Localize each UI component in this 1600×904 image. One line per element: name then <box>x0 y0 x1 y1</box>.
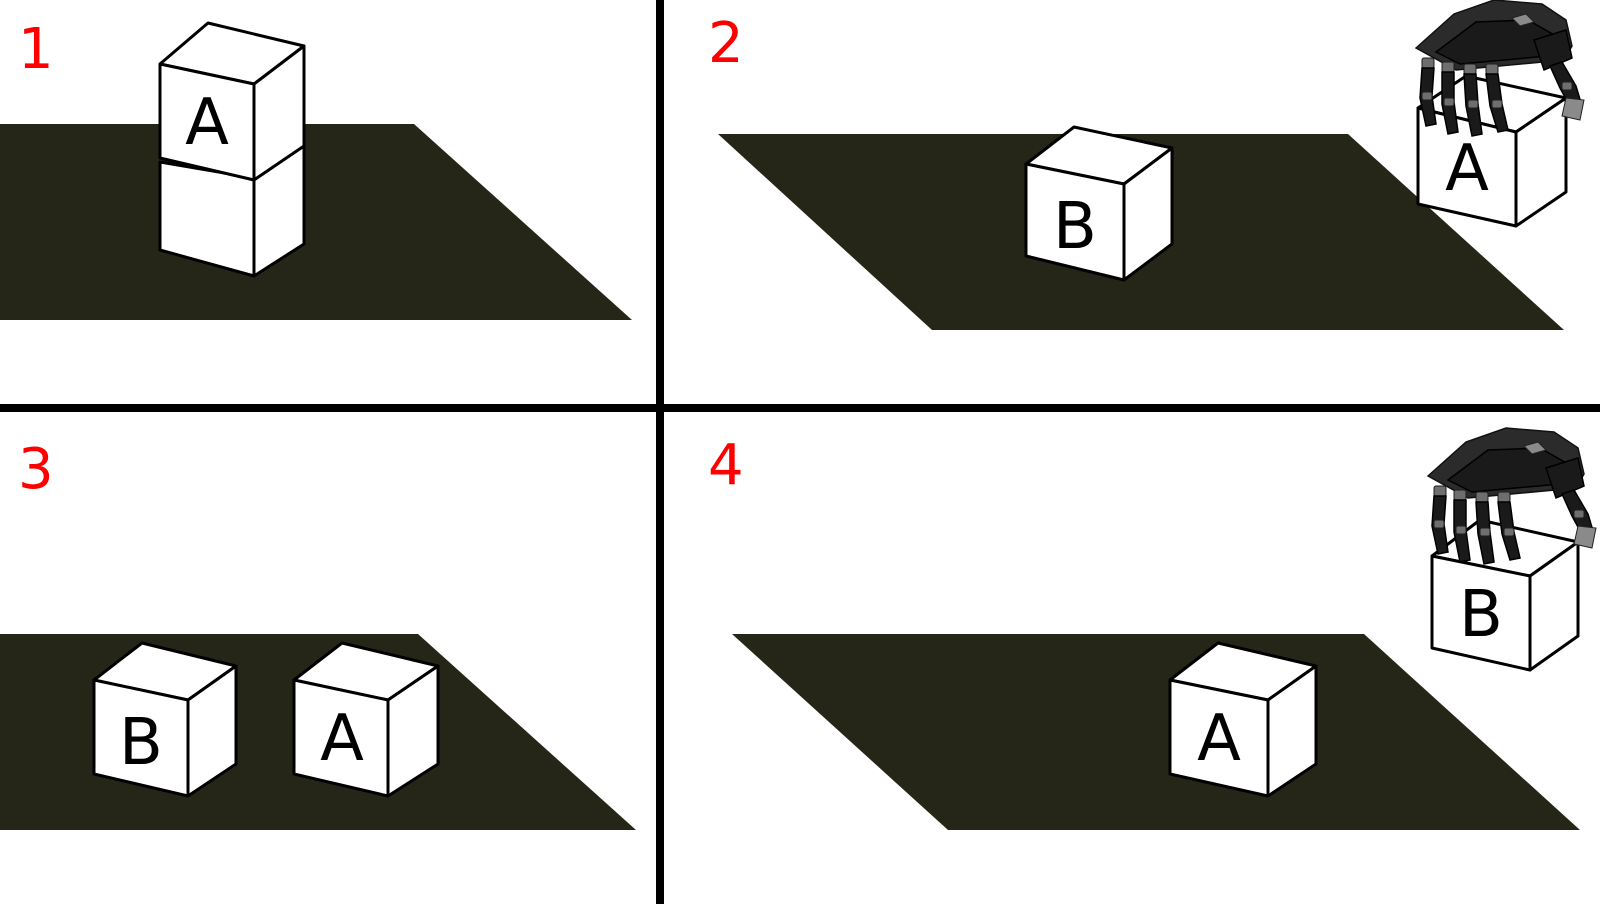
block-b: B <box>92 641 238 798</box>
block-a: A <box>158 21 306 182</box>
block-label: B <box>119 706 163 780</box>
block-label: B <box>1459 578 1503 652</box>
table-surface <box>732 634 1580 830</box>
block-a: A <box>1168 641 1318 798</box>
panel-2: B A 2 <box>708 0 1585 330</box>
table-surface <box>0 124 632 320</box>
block-label: A <box>185 86 229 160</box>
panel-number: 1 <box>18 17 54 82</box>
panel-number: 2 <box>708 11 744 76</box>
panel-1: A 1 <box>0 17 632 320</box>
panel-number: 3 <box>18 437 54 502</box>
panel-number: 4 <box>708 433 744 498</box>
block-label: A <box>1445 132 1489 206</box>
block-label: B <box>1053 190 1097 264</box>
block-b: B <box>1430 518 1580 672</box>
block-b <box>158 144 306 278</box>
block-b: B <box>1024 125 1174 282</box>
block-label: A <box>1197 702 1241 776</box>
block-a: A <box>292 641 440 798</box>
block-label: A <box>320 702 364 776</box>
panel-3: B A 3 <box>0 437 636 830</box>
panel-4: A B 4 <box>708 427 1597 830</box>
